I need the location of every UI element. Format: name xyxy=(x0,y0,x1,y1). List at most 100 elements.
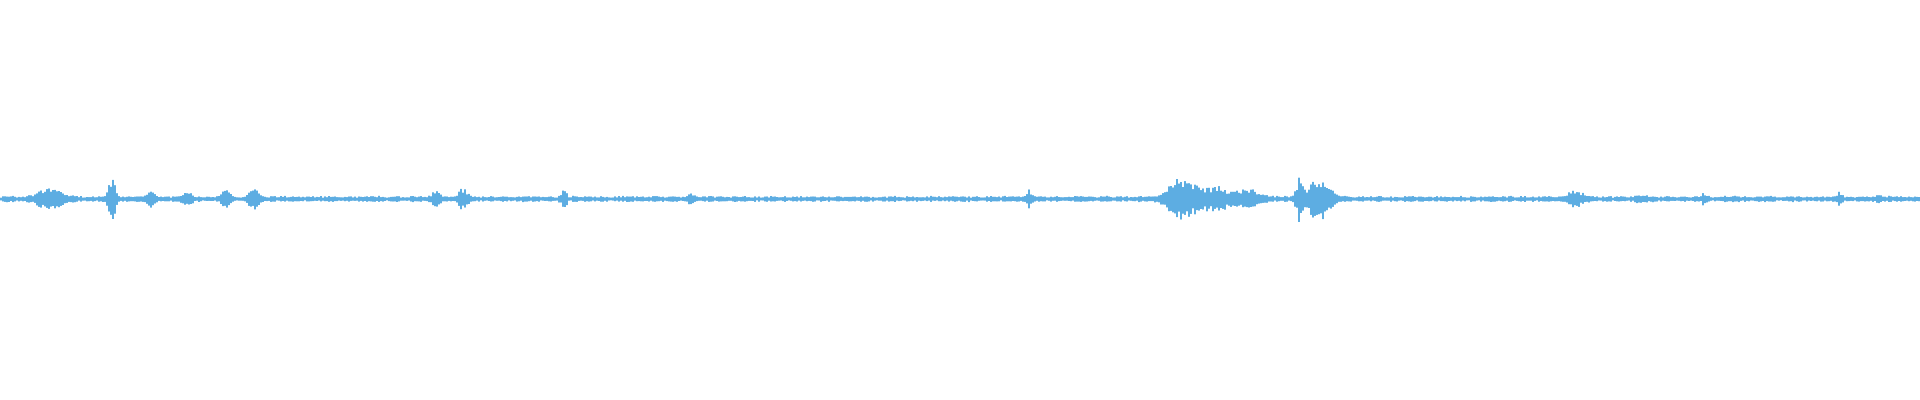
waveform-sample xyxy=(452,196,454,201)
waveform-sample xyxy=(1804,197,1806,201)
waveform-sample xyxy=(28,195,30,203)
waveform-sample xyxy=(644,197,646,201)
waveform-sample xyxy=(1086,196,1088,202)
waveform-sample xyxy=(30,195,32,203)
waveform-sample xyxy=(142,196,144,202)
waveform-sample xyxy=(396,196,398,202)
waveform-sample xyxy=(696,196,698,202)
waveform-sample xyxy=(1148,196,1150,202)
waveform-sample xyxy=(1406,196,1408,202)
waveform-sample xyxy=(294,197,296,202)
waveform-sample xyxy=(1236,190,1238,207)
waveform-sample xyxy=(1718,197,1720,201)
waveform-sample xyxy=(876,197,878,201)
waveform-sample xyxy=(1646,195,1648,203)
waveform-sample xyxy=(1708,195,1710,202)
waveform-sample xyxy=(1436,196,1438,202)
waveform-sample xyxy=(1648,196,1650,202)
waveform-sample xyxy=(1006,197,1008,202)
waveform-sample xyxy=(356,197,358,201)
waveform-sample xyxy=(488,197,490,201)
waveform-sample xyxy=(1566,195,1568,203)
waveform-sample xyxy=(1244,190,1246,207)
waveform-sample xyxy=(1776,197,1778,201)
waveform-sample xyxy=(772,196,774,202)
waveform-sample xyxy=(754,196,756,202)
waveform-sample xyxy=(964,196,966,202)
waveform-sample xyxy=(1746,197,1748,201)
waveform-sample xyxy=(930,195,932,202)
waveform-sample xyxy=(1742,197,1744,201)
waveform-sample xyxy=(122,196,124,202)
waveform-sample xyxy=(618,196,620,202)
waveform-sample xyxy=(182,195,184,204)
waveform-sample xyxy=(372,196,374,202)
waveform-sample xyxy=(1904,197,1906,201)
waveform-sample xyxy=(1606,197,1608,202)
waveform-sample xyxy=(1314,184,1316,216)
waveform-sample xyxy=(1052,197,1054,201)
waveform-sample xyxy=(1390,196,1392,202)
waveform-sample xyxy=(1378,196,1380,202)
waveform-sample xyxy=(564,191,566,207)
waveform-sample xyxy=(24,197,26,201)
waveform-sample xyxy=(604,197,606,201)
waveform-sample xyxy=(1476,197,1478,201)
waveform-sample xyxy=(1868,197,1870,202)
waveform-sample xyxy=(552,197,554,201)
waveform-sample xyxy=(1520,196,1522,202)
waveform-sample xyxy=(1348,196,1350,202)
waveform-sample xyxy=(634,197,636,201)
waveform-sample xyxy=(1258,194,1260,204)
waveform-sample xyxy=(162,197,164,201)
waveform-sample xyxy=(280,196,282,202)
waveform-sample xyxy=(1450,197,1452,201)
waveform-sample xyxy=(434,193,436,207)
waveform-sample xyxy=(40,190,42,208)
waveform-sample xyxy=(702,196,704,202)
waveform-sample xyxy=(680,197,682,201)
waveform-sample xyxy=(56,191,58,207)
waveform-sample xyxy=(1320,187,1322,214)
waveform-sample xyxy=(1900,196,1902,202)
waveform-sample xyxy=(1440,196,1442,202)
waveform-sample xyxy=(1376,196,1378,202)
waveform-sample xyxy=(226,190,228,208)
waveform-sample xyxy=(322,197,324,201)
waveform-sample xyxy=(414,196,416,202)
waveform-sample xyxy=(128,196,130,202)
waveform-sample xyxy=(1270,196,1272,202)
waveform-sample xyxy=(648,196,650,202)
waveform-sample xyxy=(1800,197,1802,202)
waveform-sample xyxy=(1168,186,1170,212)
waveform-sample xyxy=(1858,196,1860,202)
waveform-sample xyxy=(134,196,136,202)
waveform-sample xyxy=(1030,194,1032,204)
waveform-sample xyxy=(504,196,506,201)
waveform-sample xyxy=(1058,197,1060,202)
waveform-sample xyxy=(1158,195,1160,203)
waveform-sample xyxy=(1618,197,1620,202)
waveform-sample xyxy=(474,196,476,202)
waveform-sample xyxy=(1198,187,1200,211)
waveform-sample xyxy=(460,188,462,210)
waveform-sample xyxy=(894,195,896,202)
waveform-sample xyxy=(716,196,718,201)
waveform-sample xyxy=(906,196,908,202)
waveform-sample xyxy=(496,197,498,201)
waveform-sample xyxy=(1736,196,1738,202)
waveform-sample xyxy=(1298,177,1300,222)
waveform-sample xyxy=(484,197,486,201)
waveform-sample xyxy=(350,196,352,201)
waveform-sample xyxy=(1534,197,1536,201)
waveform-sample xyxy=(550,196,552,202)
waveform-sample xyxy=(1164,192,1166,205)
waveform-sample xyxy=(1548,196,1550,202)
waveform-sample xyxy=(1546,196,1548,202)
waveform-sample xyxy=(562,190,564,207)
waveform-sample xyxy=(910,197,912,201)
waveform-sample xyxy=(602,196,604,202)
waveform-sample xyxy=(1550,196,1552,202)
waveform-sample xyxy=(1336,194,1338,204)
